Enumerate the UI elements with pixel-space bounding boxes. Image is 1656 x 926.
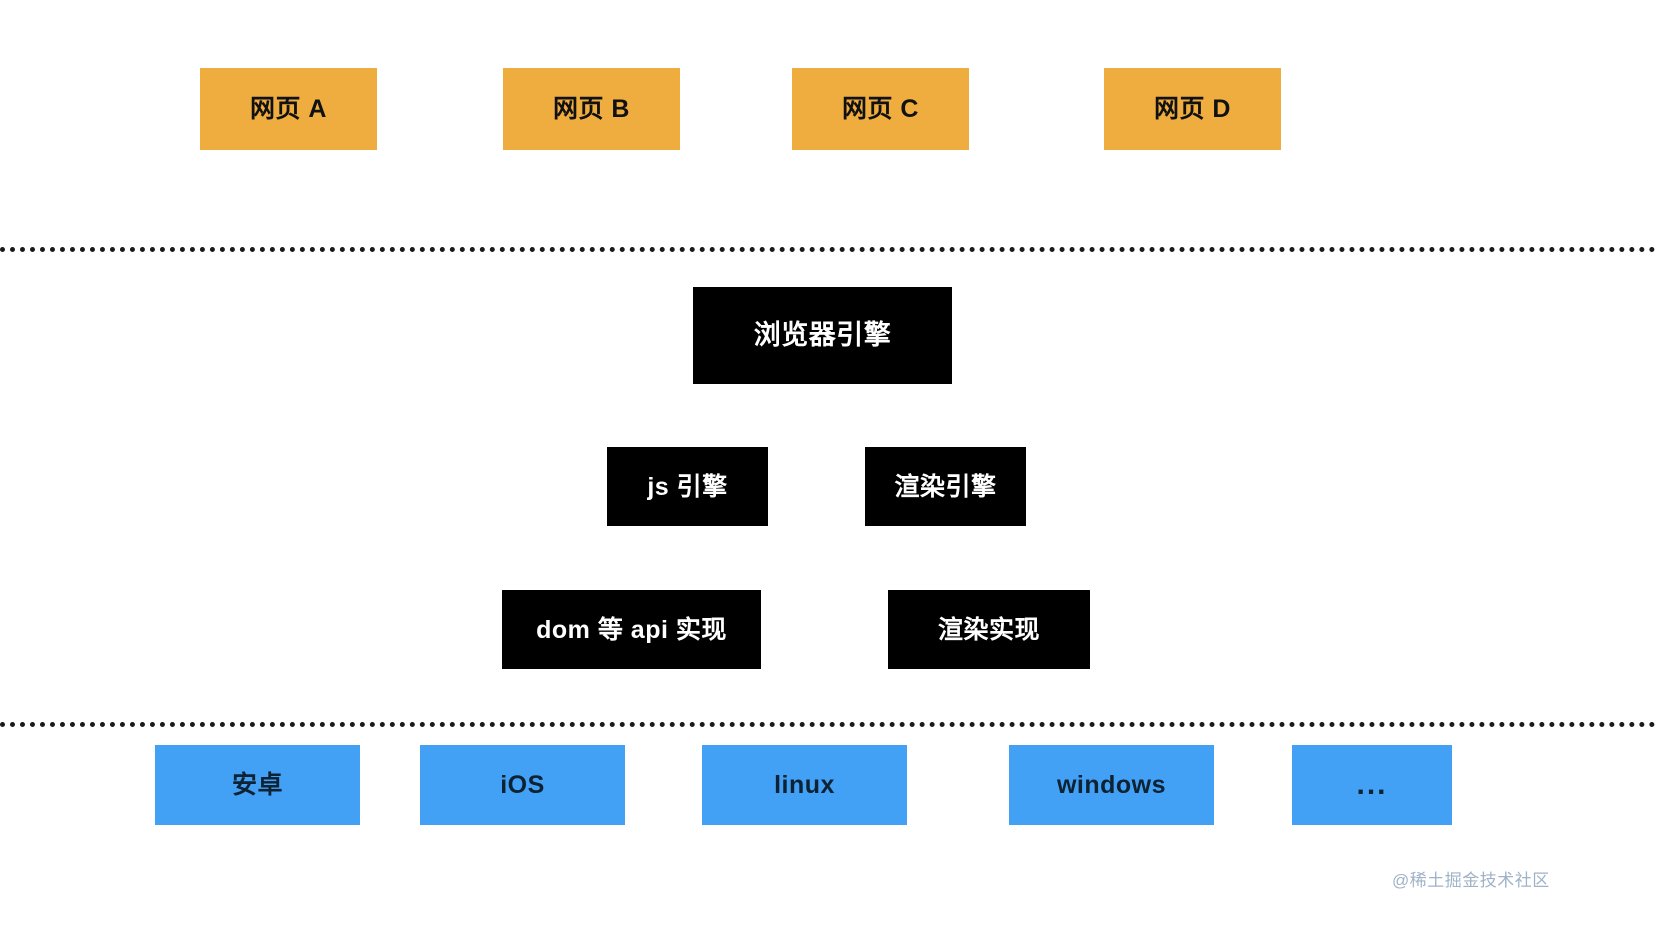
os-label-ios: iOS bbox=[500, 771, 545, 799]
os-box-android[interactable]: 安卓 bbox=[155, 745, 360, 825]
os-label-windows: windows bbox=[1056, 771, 1167, 799]
web-page-label-c: 网页 C bbox=[841, 95, 919, 123]
os-box-ios[interactable]: iOS bbox=[420, 745, 625, 825]
web-page-label-d: 网页 D bbox=[1153, 95, 1231, 123]
render-engine-label: 渲染引擎 bbox=[894, 472, 997, 501]
os-label-more: ... bbox=[1356, 768, 1388, 801]
divider-web-engine bbox=[0, 247, 1656, 252]
watermark: @稀土掘金技术社区 bbox=[1392, 871, 1550, 890]
browser-engine-box[interactable]: 浏览器引擎 bbox=[693, 287, 952, 384]
browser-engine-label: 浏览器引擎 bbox=[753, 320, 892, 351]
web-page-box-b[interactable]: 网页 B bbox=[503, 68, 680, 150]
dom-api-impl-box[interactable]: dom 等 api 实现 bbox=[502, 590, 761, 669]
render-engine-box[interactable]: 渲染引擎 bbox=[865, 447, 1026, 526]
web-page-box-c[interactable]: 网页 C bbox=[792, 68, 969, 150]
render-impl-box[interactable]: 渲染实现 bbox=[888, 590, 1090, 669]
js-engine-label: js 引擎 bbox=[647, 472, 728, 501]
os-label-linux: linux bbox=[774, 771, 835, 799]
divider-engine-os bbox=[0, 722, 1656, 727]
os-label-android: 安卓 bbox=[231, 771, 283, 799]
os-box-more[interactable]: ... bbox=[1292, 745, 1452, 825]
web-page-label-b: 网页 B bbox=[552, 95, 630, 123]
os-box-windows[interactable]: windows bbox=[1009, 745, 1214, 825]
render-impl-label: 渲染实现 bbox=[937, 615, 1040, 644]
js-engine-box[interactable]: js 引擎 bbox=[607, 447, 768, 526]
web-page-box-d[interactable]: 网页 D bbox=[1104, 68, 1281, 150]
web-page-label-a: 网页 A bbox=[249, 95, 327, 123]
os-box-linux[interactable]: linux bbox=[702, 745, 907, 825]
dom-api-impl-label: dom 等 api 实现 bbox=[536, 615, 727, 644]
web-page-box-a[interactable]: 网页 A bbox=[200, 68, 377, 150]
